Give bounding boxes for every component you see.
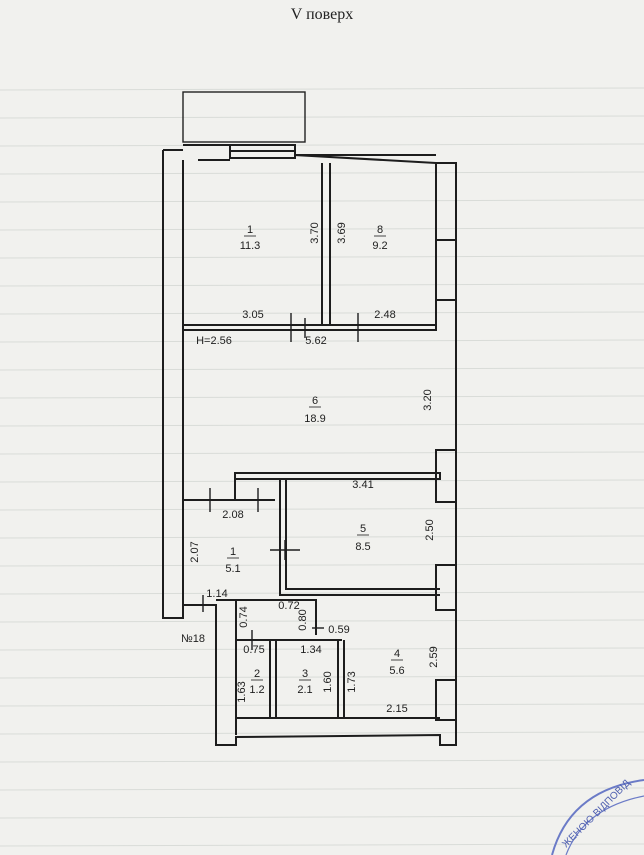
dim-r3-height: 1.60: [322, 671, 334, 692]
room-area: 11.3: [240, 240, 261, 252]
balcony: [182, 91, 306, 143]
walls: [162, 144, 457, 746]
dim-134: 1.34: [300, 644, 321, 656]
dim-corridor-width: 5.62: [305, 335, 326, 347]
room-number: 1: [230, 546, 236, 558]
room-4: 4 5.6: [389, 648, 404, 677]
room-area: 5.6: [389, 665, 404, 677]
dim-r5-height: 2.50: [424, 519, 436, 540]
room-area: 1.2: [249, 684, 264, 696]
height-label: H=2.56: [196, 335, 232, 347]
room-3: 3 2.1: [297, 668, 312, 696]
dim-059: 0.59: [328, 624, 349, 636]
room-number: 5: [360, 523, 366, 535]
dim-r4-bottom: 2.15: [386, 703, 407, 715]
room-6: 6 18.9: [304, 395, 325, 425]
dim-r8-height: 3.69: [336, 222, 348, 243]
room-area: 2.1: [297, 684, 312, 696]
dim-072: 0.72: [278, 600, 299, 612]
dim-r7-height: 3.70: [309, 222, 321, 243]
room-area: 5.1: [225, 563, 240, 575]
room-number: 3: [302, 668, 308, 680]
room-2: 2 1.2: [249, 668, 264, 696]
room-area: 18.9: [304, 413, 325, 425]
dim-r4-left: 1.73: [346, 671, 358, 692]
floor-title: V поверх: [290, 6, 354, 23]
dim-r7-width: 3.05: [242, 309, 263, 321]
vertical-dimension-labels: 3.70 3.69 3.20 2.50 2.07 0.74 0.80 2.59 …: [189, 222, 440, 702]
dim-r5-top: 3.41: [352, 479, 373, 491]
room-area: 8.5: [355, 541, 370, 553]
apartment-number: №18: [181, 633, 205, 645]
room-number: 8: [377, 224, 383, 236]
room-area: 9.2: [372, 240, 387, 252]
room-7: 1 11.3: [240, 224, 261, 252]
dimension-labels: 3.05 2.48 H=2.56 5.62 3.41 2.08 1.14 0.7…: [181, 309, 408, 715]
dim-r1-bottom: 1.14: [206, 588, 227, 600]
door-marks: [202, 313, 359, 650]
room-number: 6: [312, 395, 318, 407]
room-number: 2: [254, 668, 260, 680]
dim-r6-height: 3.20: [422, 389, 434, 410]
room-number: 1: [247, 224, 253, 236]
dim-r1-top: 2.08: [222, 509, 243, 521]
dim-074: 0.74: [238, 606, 250, 627]
dim-080: 0.80: [297, 609, 309, 630]
dim-r4-height: 2.59: [428, 646, 440, 667]
room-1: 1 5.1: [225, 546, 240, 575]
dim-075: 0.75: [243, 644, 264, 656]
dim-r8-width: 2.48: [374, 309, 395, 321]
dim-r2-height: 1.63: [236, 681, 248, 702]
room-8: 8 9.2: [372, 224, 387, 252]
dim-r1-height: 2.07: [189, 541, 201, 562]
room-5: 5 8.5: [355, 523, 370, 553]
room-number: 4: [394, 648, 400, 660]
